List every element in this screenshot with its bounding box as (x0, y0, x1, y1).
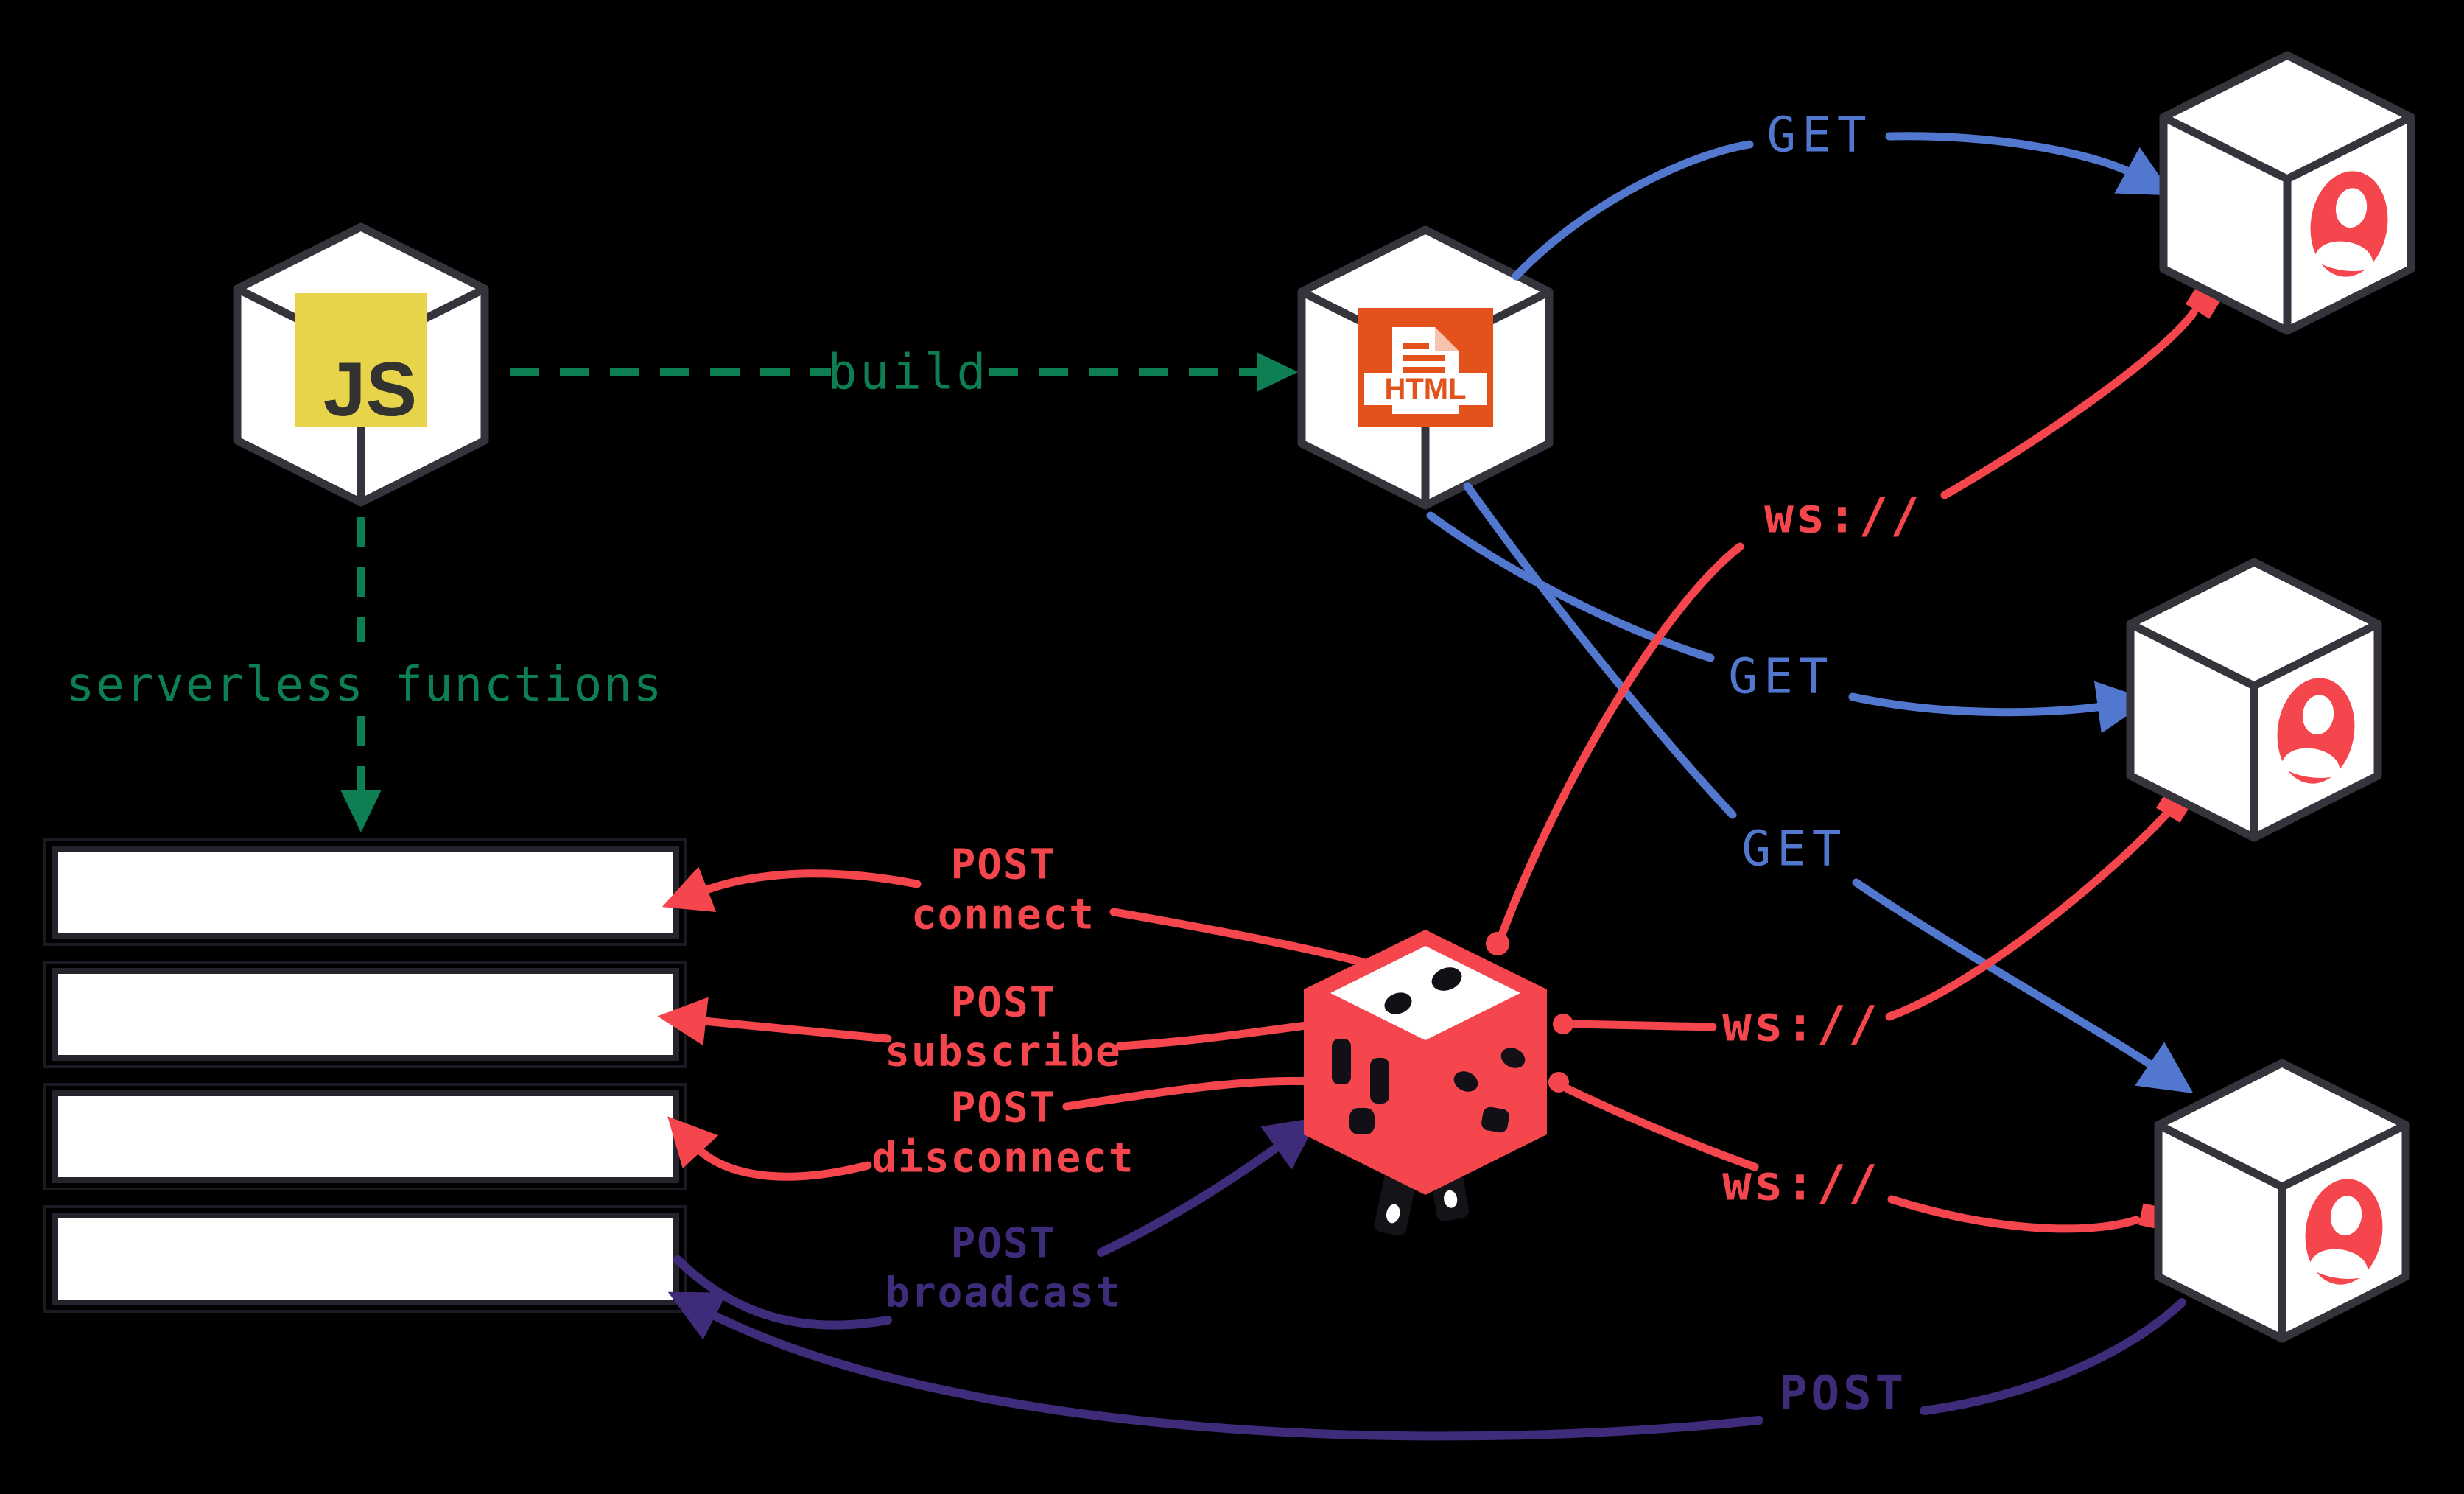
lane-connect (43, 838, 687, 946)
serverless-arrowhead-icon (340, 790, 382, 832)
post-subscribe-tail (1115, 1020, 1323, 1051)
build-arrowhead-icon (1257, 352, 1298, 392)
post-broadcast-tail (673, 1255, 892, 1330)
get-flows: GET GET GET (1426, 107, 2194, 1093)
lane-broadcast (43, 1205, 687, 1313)
post-subscribe-label-line1: POST (951, 979, 1056, 1027)
post-reply-curve-tail (1920, 1298, 2186, 1415)
ws-middle-curve-tail (1569, 1020, 1717, 1031)
post-subscribe-label-line2: subscribe (885, 1028, 1121, 1076)
ws-top-plug-connector-icon (2185, 285, 2222, 319)
client-cube-top (2163, 55, 2411, 331)
post-connect-label-line2: connect (911, 891, 1095, 939)
client-cube-bottom (2158, 1063, 2406, 1339)
get-middle-label: GET (1728, 648, 1833, 705)
post-disconnect-label-line2: disconnect (871, 1134, 1134, 1182)
get-top-curve-tail (1512, 140, 1754, 281)
get-bottom-curve-tail (1463, 482, 1737, 819)
post-reply-label: POST (1779, 1367, 1907, 1421)
get-top-label: GET (1766, 107, 1872, 164)
connector-ports-icon (1486, 932, 1573, 1093)
get-bottom-arrow (1852, 878, 2194, 1093)
ws-middle-curve-head (1885, 809, 2172, 1021)
ws-top-curve-tail (1498, 542, 1744, 937)
broker-cube-top-face (1330, 946, 1520, 1040)
websocket-broker-node (1304, 930, 1573, 1236)
post-subscribe-arrow (657, 997, 892, 1046)
post-disconnect-label-line1: POST (951, 1084, 1056, 1132)
post-hook-flows: POST connect POST subscribe POST disconn… (657, 841, 2186, 1441)
lane-disconnect (43, 1083, 687, 1190)
dice-dots-top-icon (1384, 967, 1462, 1014)
post-disconnect-tail (1062, 1076, 1321, 1111)
post-broadcast-arrow (1097, 1117, 1319, 1257)
ws-top-label: ws:// (1764, 488, 1922, 544)
websocket-flows: ws:// ws:// ws:// (1498, 285, 2222, 1233)
get-top-arrow (1885, 132, 2174, 196)
get-bottom-label: GET (1741, 821, 1847, 877)
html-file-icon: HTML (1358, 308, 1493, 427)
html-node: HTML (1297, 225, 1554, 510)
get-middle-curve-tail (1426, 511, 1715, 662)
ws-bottom-curve-tail (1563, 1084, 1759, 1171)
ws-middle-label: ws:// (1722, 996, 1880, 1053)
html-logo-text: HTML (1384, 373, 1466, 405)
get-middle-arrow (1848, 681, 2150, 734)
ws-bottom-curve-head (1887, 1195, 2141, 1233)
post-broadcast-label-line1: POST (951, 1220, 1056, 1268)
post-connect-arrow (661, 866, 922, 912)
client-cube-middle (2130, 562, 2378, 838)
post-connect-label-line1: POST (951, 841, 1056, 889)
js-node: JS (233, 222, 489, 507)
build-flow: build serverless functions (66, 344, 1298, 832)
function-lanes (43, 838, 687, 1313)
serverless-functions-label: serverless functions (66, 658, 664, 712)
ws-top-curve-head (1940, 308, 2198, 499)
dice-dots-right-icon (1453, 1048, 1526, 1133)
post-reply-arrow (667, 1291, 1763, 1441)
lane-subscribe (43, 961, 687, 1068)
outlet-slots-icon (1332, 1039, 1389, 1134)
post-broadcast-label-line2: broadcast (885, 1269, 1121, 1317)
js-logo-icon (295, 293, 427, 427)
post-connect-tail (1109, 908, 1367, 967)
build-label: build (828, 344, 989, 401)
ws-bottom-label: ws:// (1722, 1155, 1880, 1212)
post-disconnect-arrow (667, 1116, 872, 1181)
js-logo-text: JS (323, 347, 417, 432)
